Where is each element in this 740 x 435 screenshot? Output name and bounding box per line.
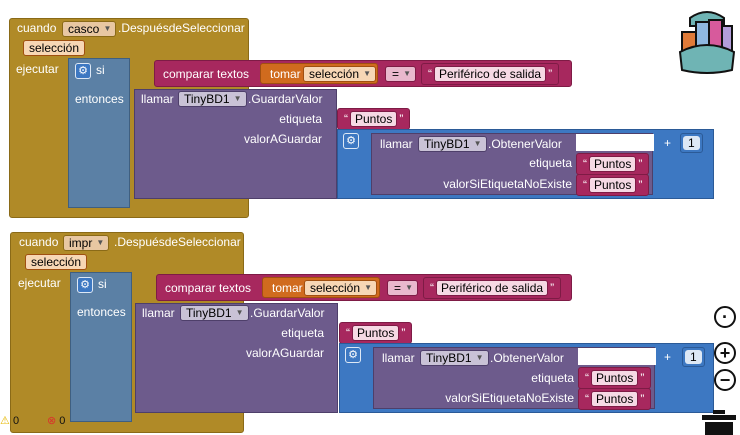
tag-text-block[interactable]: “Puntos”	[578, 367, 652, 389]
when-label: cuando	[19, 235, 59, 249]
store-value-block[interactable]	[134, 89, 337, 199]
tag-label: etiqueta	[281, 326, 324, 340]
tag-label: etiqueta	[529, 156, 572, 170]
call-label: llamar	[380, 137, 413, 151]
plus-label: +	[664, 350, 672, 364]
component-dropdown[interactable]: casco▼	[62, 21, 117, 37]
chevron-down-icon: ▼	[403, 69, 412, 78]
error-count: 0	[59, 415, 66, 427]
db-dropdown[interactable]: TinyBD1▼	[178, 91, 247, 107]
zoom-in-icon[interactable]: +	[714, 342, 736, 364]
event-name: .DespuésdeSeleccionar	[118, 21, 245, 35]
target-icon[interactable]: ·	[714, 306, 736, 328]
operator-dropdown[interactable]: =▼	[387, 280, 419, 296]
when-label: cuando	[17, 21, 57, 35]
tag-text-value[interactable]: Puntos	[589, 156, 637, 172]
param-seleccion[interactable]: selección	[25, 254, 88, 270]
event-name: .DespuésdeSeleccionar	[114, 235, 241, 249]
number-block[interactable]: 1	[682, 347, 705, 367]
warning-icon: ⚠	[0, 415, 10, 427]
call-label: llamar	[382, 351, 415, 365]
default-label: valorSiEtiquetaNoExiste	[445, 391, 574, 405]
db-dropdown[interactable]: TinyBD1▼	[180, 305, 249, 321]
gear-icon[interactable]: ⚙	[343, 133, 359, 149]
tag-label: etiqueta	[531, 371, 574, 385]
text-value[interactable]: Periférico de salida	[434, 66, 547, 82]
tag-label: etiqueta	[279, 112, 322, 126]
text-block[interactable]: “Periférico de salida”	[421, 63, 560, 85]
store-value-block[interactable]	[135, 303, 338, 413]
variable-dropdown[interactable]: selección▼	[304, 280, 378, 296]
socket-gap	[578, 348, 656, 365]
value-label: valorAGuardar	[243, 132, 322, 146]
call-label: llamar	[142, 306, 175, 320]
text-block[interactable]: “Periférico de salida”	[423, 277, 562, 299]
if-label: si	[96, 63, 105, 77]
zoom-out-icon[interactable]: −	[714, 369, 736, 391]
variable-dropdown[interactable]: selección▼	[303, 66, 377, 82]
then-label: entonces	[75, 92, 124, 106]
default-label: valorSiEtiquetaNoExiste	[443, 177, 572, 191]
if-block[interactable]	[68, 58, 130, 208]
warning-count: 0	[12, 415, 20, 427]
plus-label: +	[664, 136, 672, 150]
chevron-down-icon: ▼	[473, 139, 482, 148]
default-text-value[interactable]: Puntos	[591, 391, 639, 407]
if-label: si	[98, 277, 107, 291]
default-text-block[interactable]: “Puntos”	[578, 388, 652, 410]
method-label: .GuardarValor	[248, 92, 323, 106]
number-block[interactable]: 1	[680, 133, 703, 153]
error-icon: ⊗	[47, 415, 57, 427]
chevron-down-icon: ▼	[364, 283, 373, 292]
component-dropdown[interactable]: impr▼	[63, 235, 110, 251]
take-label: tomar	[272, 281, 303, 295]
tag-text-block[interactable]: “Puntos”	[576, 153, 650, 175]
error-indicator[interactable]: ⊗ 0	[47, 414, 65, 427]
text-value[interactable]: Periférico de salida	[436, 280, 549, 296]
compare-label: comparar textos	[163, 67, 250, 81]
trash-icon[interactable]	[702, 410, 736, 435]
default-text-value[interactable]: Puntos	[589, 177, 637, 193]
tag-text-block[interactable]: “Puntos”	[337, 108, 411, 130]
backpack-icon[interactable]	[676, 8, 738, 76]
warning-indicator[interactable]: ⚠ 0	[0, 414, 19, 427]
tag-text-value[interactable]: Puntos	[591, 370, 639, 386]
method-label: .GuardarValor	[250, 306, 325, 320]
call-label: llamar	[141, 92, 174, 106]
chevron-down-icon: ▼	[96, 238, 105, 247]
method-label: .ObtenerValor	[490, 351, 564, 365]
gear-icon[interactable]: ⚙	[345, 347, 361, 363]
method-label: .ObtenerValor	[488, 137, 562, 151]
then-label: entonces	[77, 305, 126, 319]
chevron-down-icon: ▼	[103, 24, 112, 33]
default-text-block[interactable]: “Puntos”	[576, 174, 650, 196]
chevron-down-icon: ▼	[363, 69, 372, 78]
chevron-down-icon: ▼	[405, 283, 414, 292]
gear-icon[interactable]: ⚙	[77, 277, 93, 293]
value-label: valorAGuardar	[245, 346, 324, 360]
param-seleccion[interactable]: selección	[23, 40, 86, 56]
socket-gap	[576, 134, 654, 151]
do-label: ejecutar	[16, 62, 59, 76]
db-dropdown[interactable]: TinyBD1▼	[418, 136, 487, 152]
chevron-down-icon: ▼	[235, 308, 244, 317]
tag-text-value[interactable]: Puntos	[352, 325, 400, 341]
chevron-down-icon: ▼	[475, 353, 484, 362]
tag-text-value[interactable]: Puntos	[350, 111, 398, 127]
gear-icon[interactable]: ⚙	[75, 63, 91, 79]
db-dropdown[interactable]: TinyBD1▼	[420, 350, 489, 366]
do-label: ejecutar	[18, 276, 61, 290]
chevron-down-icon: ▼	[233, 94, 242, 103]
tag-text-block[interactable]: “Puntos”	[339, 322, 413, 344]
if-block[interactable]	[70, 272, 132, 422]
operator-dropdown[interactable]: =▼	[385, 66, 417, 82]
compare-label: comparar textos	[165, 281, 252, 295]
take-label: tomar	[270, 67, 301, 81]
